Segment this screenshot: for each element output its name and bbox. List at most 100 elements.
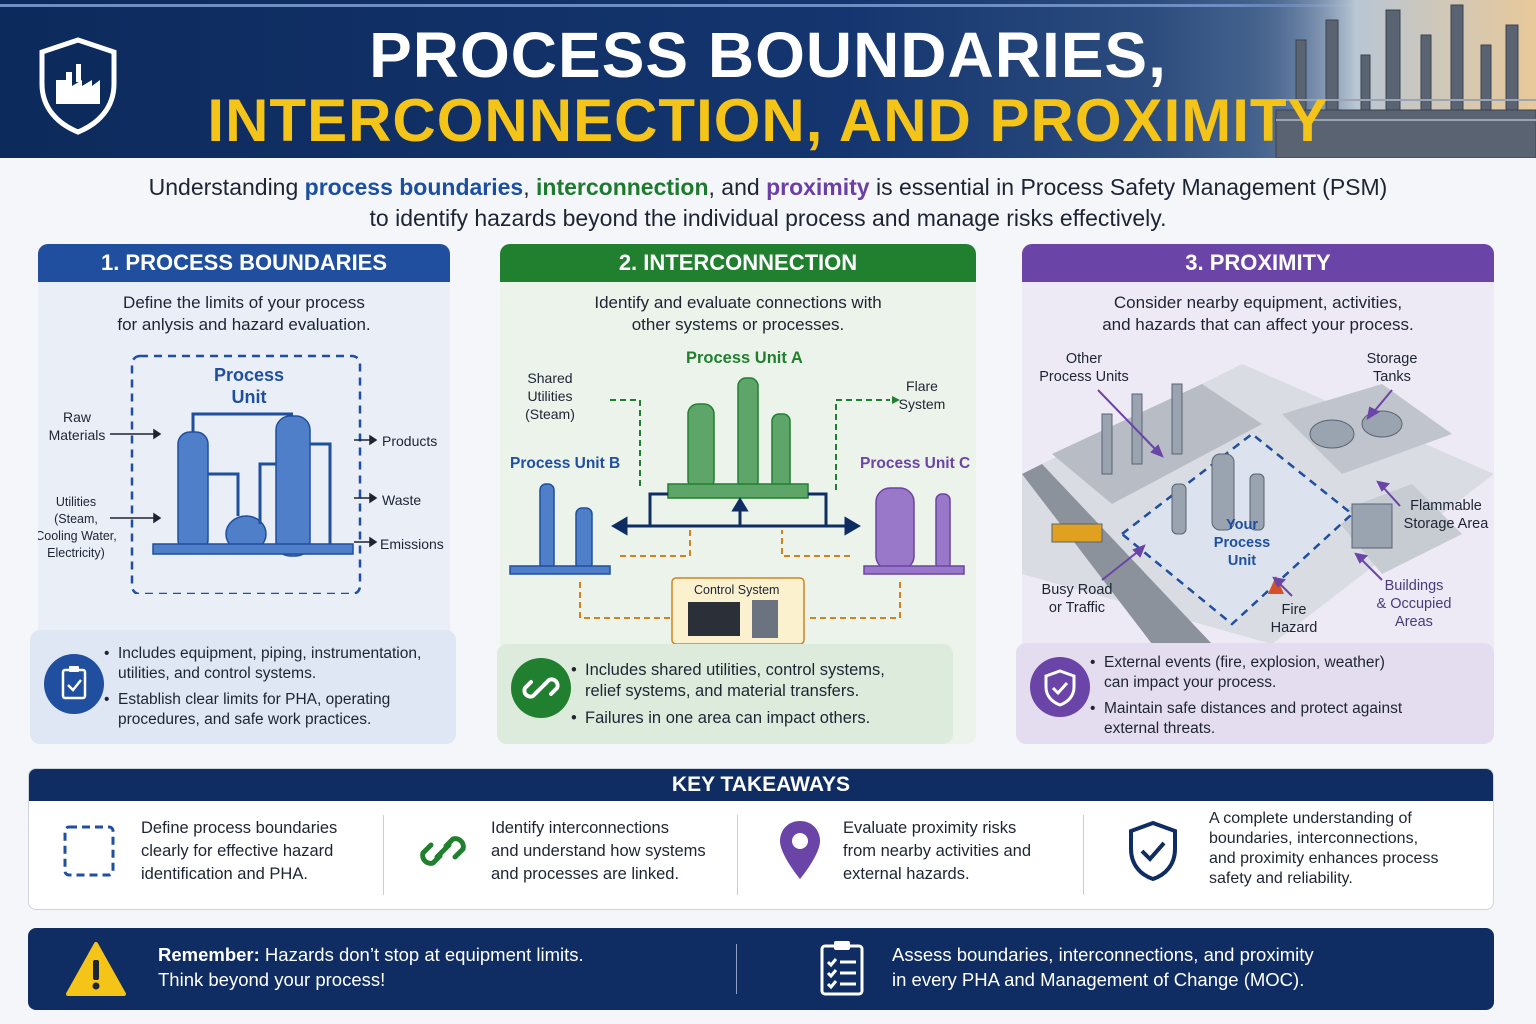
- flare-system-label: Flare System: [896, 377, 948, 413]
- label-line: Tanks: [1373, 369, 1411, 385]
- description-line: for anlysis and hazard evaluation.: [117, 315, 371, 334]
- bullet-item: Maintain safe distances and protect agai…: [1090, 699, 1404, 739]
- waste-label: Waste: [382, 492, 422, 508]
- interconnection-diagram: [509, 377, 965, 644]
- takeaway-text: Identify interconnections and understand…: [491, 817, 706, 886]
- utilities-label: Utilities (Steam, Cooling Water, Electri…: [38, 494, 118, 562]
- label-line: Cooling Water,: [38, 529, 117, 543]
- takeaway-item: A complete understanding of boundaries, …: [1085, 801, 1493, 909]
- bullet-item: External events (fire, explosion, weathe…: [1090, 653, 1404, 693]
- emissions-label: Emissions: [380, 536, 444, 552]
- description-line: and hazards that can affect your process…: [1102, 315, 1414, 334]
- control-system-label: Control System: [694, 583, 780, 597]
- label-line: Fire: [1281, 602, 1307, 618]
- your-process-unit-label: Your Process Unit: [1202, 516, 1282, 570]
- label-line: Hazard: [1270, 620, 1318, 636]
- buildings-occupied-label: Buildings & Occupied Areas: [1362, 577, 1466, 631]
- label-line: Buildings: [1384, 578, 1444, 594]
- takeaway-text: A complete understanding of boundaries, …: [1209, 809, 1438, 889]
- intro-term-proximity: proximity: [766, 174, 870, 200]
- panel-description: Define the limits of your process for an…: [38, 292, 450, 336]
- key-takeaways-title: KEY TAKEAWAYS: [29, 769, 1493, 801]
- intro-text-part: is essential in Process Safety Managemen…: [869, 174, 1388, 200]
- label-line: Storage: [1366, 351, 1418, 367]
- label-line: Flammable: [1410, 498, 1482, 514]
- location-pin-icon: [780, 821, 820, 879]
- title-line-1: PROCESS BOUNDARIES,: [369, 19, 1167, 91]
- panel-description: Identify and evaluate connections with o…: [500, 292, 976, 336]
- panel-title: 2. INTERCONNECTION: [500, 244, 976, 282]
- bullet-item: Includes shared utilities, control syste…: [571, 660, 925, 702]
- takeaway-line: and proximity enhances process: [1209, 850, 1439, 867]
- takeaway-line: identification and PHA.: [141, 865, 308, 883]
- link-icon: [420, 836, 466, 866]
- intro-line-2: to identify hazards beyond the individua…: [369, 205, 1167, 231]
- label-line: Busy Road: [1041, 582, 1113, 598]
- panel-description: Consider nearby equipment, activities, a…: [1022, 292, 1494, 336]
- takeaway-item: Evaluate proximity risks from nearby act…: [739, 801, 1083, 909]
- busy-road-label: Busy Road or Traffic: [1032, 581, 1122, 617]
- unit-b-label: Process Unit B: [510, 455, 621, 472]
- panel-title: 1. PROCESS BOUNDARIES: [38, 244, 450, 282]
- remember-bold: Remember:: [158, 944, 260, 965]
- divider: [383, 815, 384, 895]
- checklist-icon: [820, 941, 864, 996]
- intro-text-part: , and: [708, 174, 767, 200]
- label-line: Utilities: [55, 495, 97, 509]
- label-line: Storage Area: [1403, 516, 1489, 532]
- intro-text: Understanding process boundaries, interc…: [0, 172, 1536, 234]
- assess-line-1: Assess boundaries, interconnections, and…: [892, 944, 1314, 965]
- products-label: Products: [382, 433, 438, 449]
- process-unit-diagram: [110, 354, 378, 594]
- title-line-2: INTERCONNECTION, AND PROXIMITY: [207, 87, 1329, 154]
- label-line: (Steam): [525, 406, 575, 422]
- panel-title: 3. PROXIMITY: [1022, 244, 1494, 282]
- divider: [1083, 815, 1084, 895]
- panel-proximity: 3. PROXIMITY Consider nearby equipment, …: [1022, 244, 1494, 744]
- takeaway-line: Define process boundaries: [141, 819, 338, 837]
- dashed-square-icon: [63, 825, 115, 877]
- takeaway-line: clearly for effective hazard: [141, 842, 334, 860]
- bullet-item: Establish clear limits for PHA, operatin…: [104, 690, 436, 730]
- intro-line-1: Understanding process boundaries, interc…: [0, 172, 1536, 203]
- unit-c-label: Process Unit C: [860, 455, 971, 472]
- raw-materials-label: Raw Materials: [42, 408, 112, 444]
- label-line: Shared: [527, 370, 573, 386]
- label-line: Other: [1065, 351, 1103, 367]
- takeaway-item: Identify interconnections and understand…: [385, 801, 737, 909]
- bullet-item: Includes equipment, piping, instrumentat…: [104, 644, 436, 684]
- refinery-skyline-image: [1236, 0, 1536, 158]
- unit-a-label: Process Unit A: [686, 349, 803, 367]
- takeaway-line: Evaluate proximity risks: [843, 819, 1017, 837]
- shield-check-icon: [1129, 820, 1177, 882]
- remember-line-2: Think beyond your process!: [158, 969, 386, 990]
- reminder-bar: Remember: Hazards don’t stop at equipmen…: [28, 928, 1494, 1010]
- label-line: Areas: [1395, 614, 1433, 630]
- takeaway-line: A complete understanding of: [1209, 810, 1412, 827]
- takeaway-line: from nearby activities and: [843, 842, 1032, 860]
- process-unit-label-line: Unit: [231, 387, 267, 407]
- remember-rest: Hazards don’t stop at equipment limits.: [259, 944, 584, 965]
- label-line: & Occupied: [1376, 596, 1452, 612]
- label-line: System: [898, 396, 946, 412]
- shield-check-icon: [1030, 657, 1090, 717]
- label-line: (Steam,: [54, 512, 98, 526]
- label-line: Materials: [48, 427, 106, 443]
- proximity-bullets: External events (fire, explosion, weathe…: [1090, 653, 1404, 745]
- label-line: Unit: [1227, 553, 1257, 569]
- label-line: Utilities: [527, 388, 573, 404]
- label-line: Flare: [906, 378, 938, 394]
- intro-text-part: ,: [523, 174, 537, 200]
- description-line: Define the limits of your process: [123, 293, 365, 312]
- boundaries-bullets: Includes equipment, piping, instrumentat…: [104, 644, 436, 736]
- label-line: Your: [1226, 517, 1258, 533]
- key-takeaways-box: KEY TAKEAWAYS Define process boundaries …: [28, 768, 1494, 910]
- remember-text: Remember: Hazards don’t stop at equipmen…: [158, 942, 584, 992]
- takeaway-line: safety and reliability.: [1209, 870, 1353, 887]
- other-process-units-label: Other Process Units: [1032, 350, 1136, 386]
- flammable-storage-label: Flammable Storage Area: [1398, 497, 1494, 533]
- takeaway-item: Define process boundaries clearly for ef…: [29, 801, 384, 909]
- takeaway-line: Identify interconnections: [491, 819, 669, 837]
- label-line: Raw: [62, 409, 91, 425]
- process-unit-label: Process Unit: [208, 364, 290, 408]
